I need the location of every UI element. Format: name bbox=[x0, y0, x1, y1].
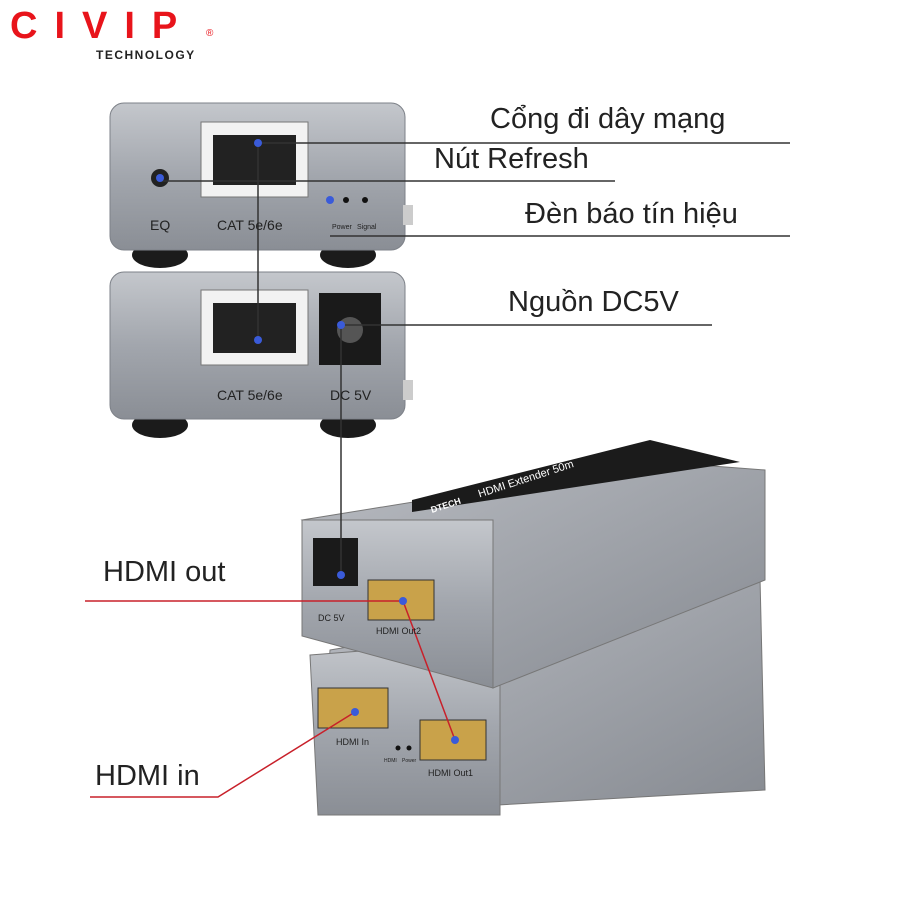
top-label-panel bbox=[412, 440, 740, 512]
hdmi-out2-label: HDMI Out2 bbox=[376, 626, 421, 636]
signal-led-label: Signal bbox=[357, 224, 377, 231]
rj45-port bbox=[213, 303, 296, 353]
callout-power: Nguồn DC5V bbox=[508, 286, 679, 318]
eq-label: EQ bbox=[150, 217, 170, 233]
callout-refresh-button: Nút Refresh bbox=[434, 143, 589, 175]
logo-brand: CIVIP bbox=[10, 5, 195, 47]
power-led-label: Power bbox=[332, 224, 353, 231]
cat-label-rx: CAT 5e/6e bbox=[217, 217, 283, 233]
dc-label-tx: DC 5V bbox=[330, 387, 372, 403]
power-led-label-hdmi: Power bbox=[402, 758, 417, 764]
callout-hdmi-out: HDMI out bbox=[103, 556, 226, 588]
hdmi-out1-label: HDMI Out1 bbox=[428, 768, 473, 778]
callout-network-port: Cổng đi dây mạng bbox=[490, 103, 726, 135]
transmitter-back-panel bbox=[109, 271, 413, 438]
receiver-back-panel bbox=[109, 102, 413, 268]
callout-lines bbox=[85, 139, 790, 798]
type-label: Receiver RX bbox=[548, 435, 594, 458]
civip-logo: CIVIP ® TECHNOLOGY bbox=[10, 6, 240, 68]
hdmi-in-label: HDMI In bbox=[336, 737, 369, 747]
logo-tagline: TECHNOLOGY bbox=[96, 48, 196, 62]
cat-label-tx: CAT 5e/6e bbox=[217, 387, 283, 403]
callout-signal-led: Đèn báo tín hiệu bbox=[525, 198, 738, 230]
dc-label-hdmi: DC 5V bbox=[318, 613, 345, 623]
hdmi-led-label: HDMI bbox=[384, 758, 397, 764]
callout-hdmi-in: HDMI in bbox=[95, 760, 200, 792]
logo-registered: ® bbox=[206, 28, 214, 39]
